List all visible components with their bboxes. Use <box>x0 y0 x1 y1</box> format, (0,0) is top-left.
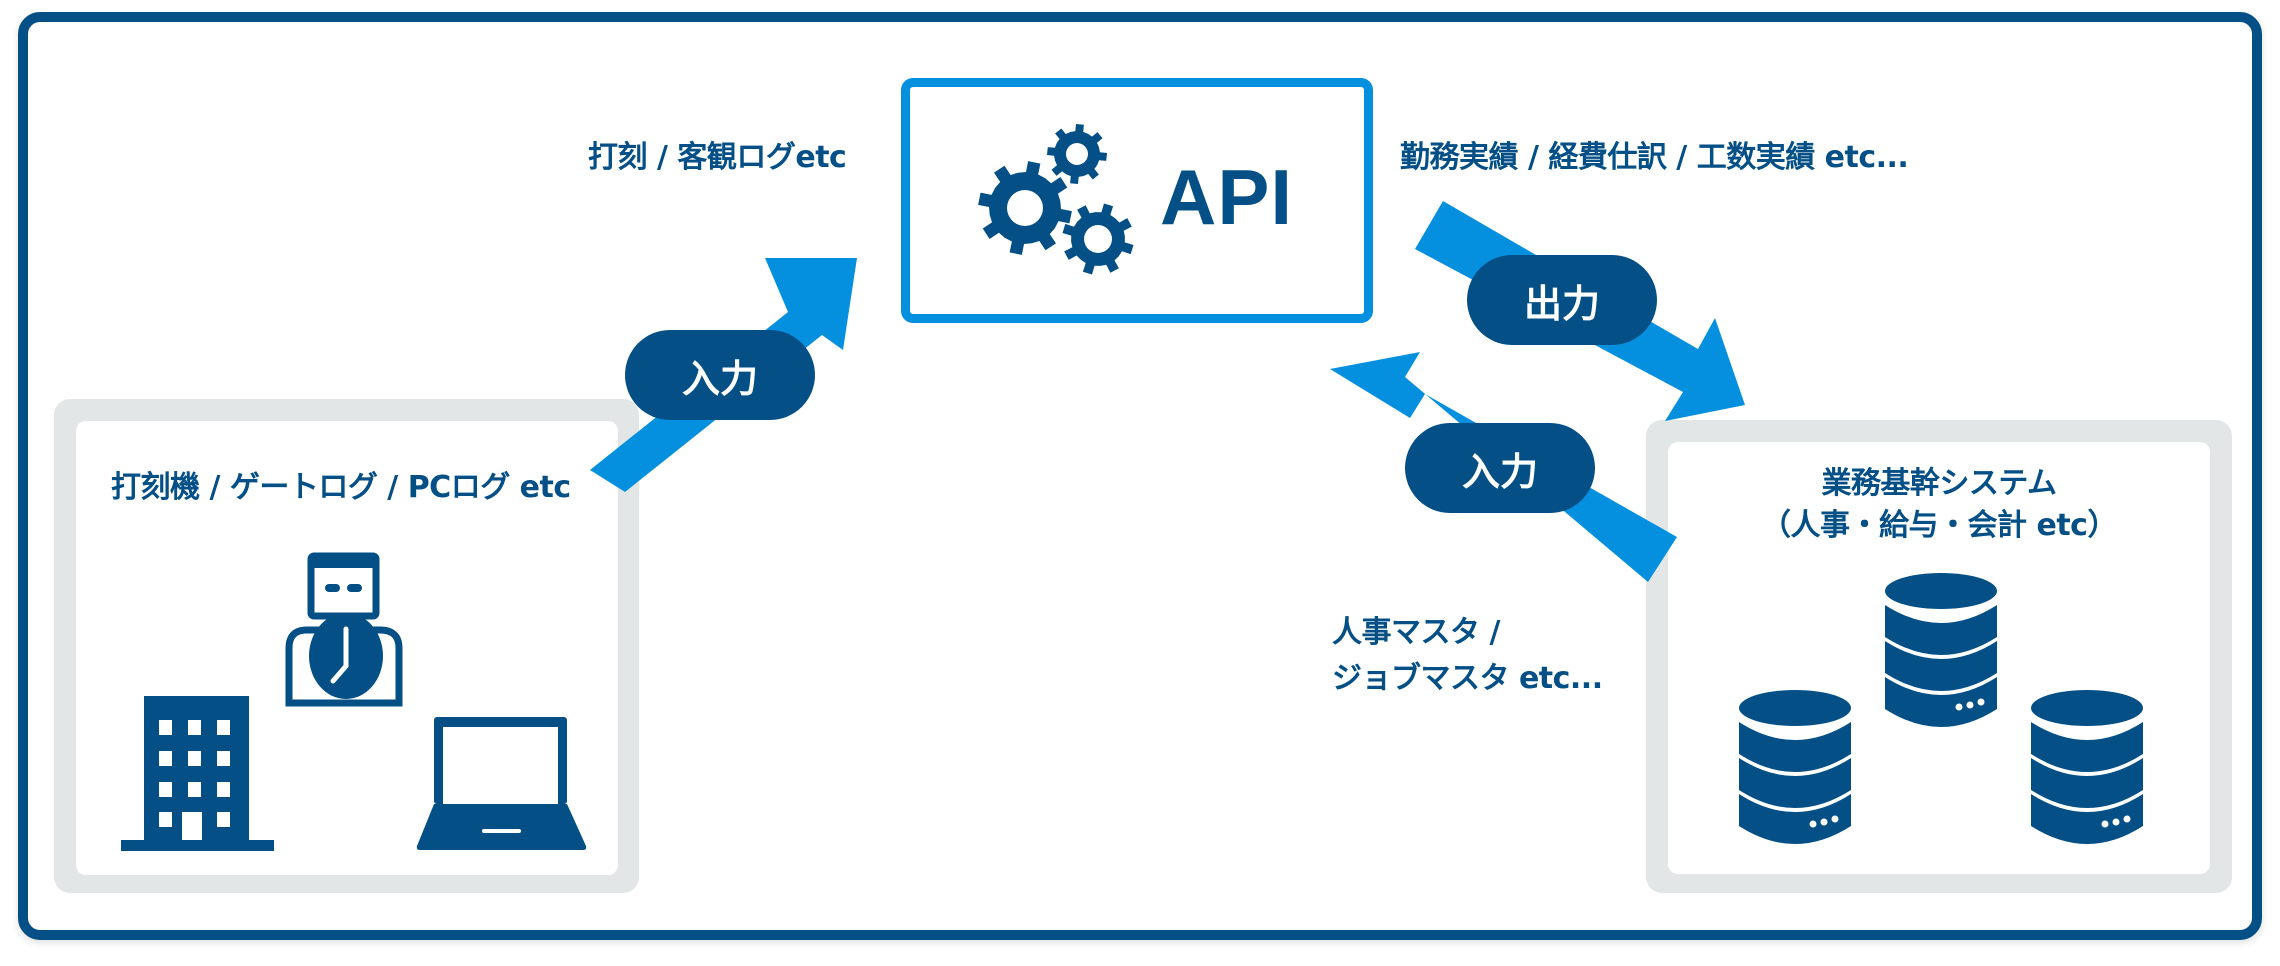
building-window <box>217 812 230 827</box>
arrow-core-to-api <box>1330 352 1677 582</box>
building-window <box>188 782 201 797</box>
core-to-api-caption-line2: ジョブマスタ etc... <box>1332 661 1603 696</box>
building-window <box>159 782 172 797</box>
building-window <box>217 720 230 735</box>
building-window <box>159 720 172 735</box>
output-pill-label: 出力 <box>1523 281 1600 326</box>
output-pill: 出力 <box>1467 255 1657 345</box>
input-pill-core-label: 入力 <box>1461 449 1538 494</box>
core-system-panel-inner <box>1668 442 2210 874</box>
laptop-icon <box>416 717 587 850</box>
building-window <box>159 751 172 766</box>
api-to-core-caption: 勤務実績 / 経費仕訳 / 工数実績 etc... <box>1400 140 1909 175</box>
gear-shape <box>978 161 1072 255</box>
database-icon <box>1739 690 1851 844</box>
core-system-title-line2: （人事・給与・会計 etc） <box>1761 508 2117 543</box>
input-pill-source-label: 入力 <box>681 356 758 401</box>
gear-shape <box>1062 203 1134 275</box>
time-clock-icon <box>285 552 403 707</box>
database-icon <box>1885 573 1997 727</box>
building-window <box>159 812 172 827</box>
source-panel-title: 打刻機 / ゲートログ / PCログ etc <box>111 470 571 505</box>
building-window <box>188 720 201 735</box>
gear-shape <box>1047 124 1107 184</box>
core-to-api-caption-line1: 人事マスタ / <box>1332 615 1500 650</box>
building-window <box>217 751 230 766</box>
input-pill-source: 入力 <box>625 330 815 420</box>
source-to-api-caption: 打刻 / 客観ログetc <box>588 140 847 175</box>
gears-icon <box>978 124 1134 275</box>
building-window <box>182 812 202 840</box>
building-window <box>217 782 230 797</box>
input-pill-core: 入力 <box>1405 423 1595 513</box>
database-icon <box>2031 690 2143 844</box>
core-system-title-line1: 業務基幹システム <box>1821 466 2057 501</box>
api-title: API <box>1160 153 1294 241</box>
building-window <box>188 751 201 766</box>
